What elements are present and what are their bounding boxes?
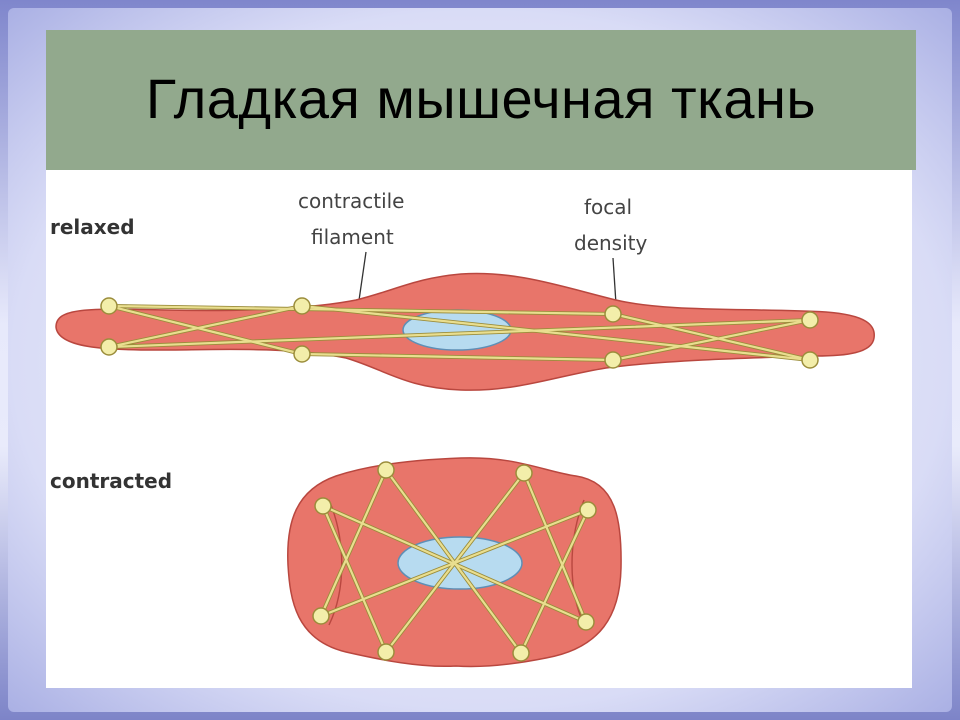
relaxed-nucleus xyxy=(402,309,512,351)
contracted-filaments-inner xyxy=(319,468,590,655)
relaxed-focal-densities xyxy=(100,297,819,369)
relaxed-filaments-inner xyxy=(107,304,812,362)
label-relaxed: relaxed xyxy=(50,215,135,239)
leader-focal-density xyxy=(612,257,617,305)
label-focal-density-2: density xyxy=(574,231,647,255)
diagram-panel: relaxed contracted contractile filament … xyxy=(46,170,912,688)
slide-title: Гладкая мышечная ткань xyxy=(145,66,817,130)
title-band xyxy=(46,30,916,170)
label-contractile-filament-1: contractile xyxy=(298,189,404,213)
contracted-cell xyxy=(287,457,622,668)
label-contracted: contracted xyxy=(50,469,172,493)
smooth-muscle-diagram: relaxed contracted contractile filament … xyxy=(50,189,875,668)
label-focal-density-1: focal xyxy=(584,195,632,219)
label-contractile-filament-2: filament xyxy=(311,225,394,249)
contracted-focal-densities xyxy=(312,461,597,662)
relaxed-cell xyxy=(55,272,875,391)
